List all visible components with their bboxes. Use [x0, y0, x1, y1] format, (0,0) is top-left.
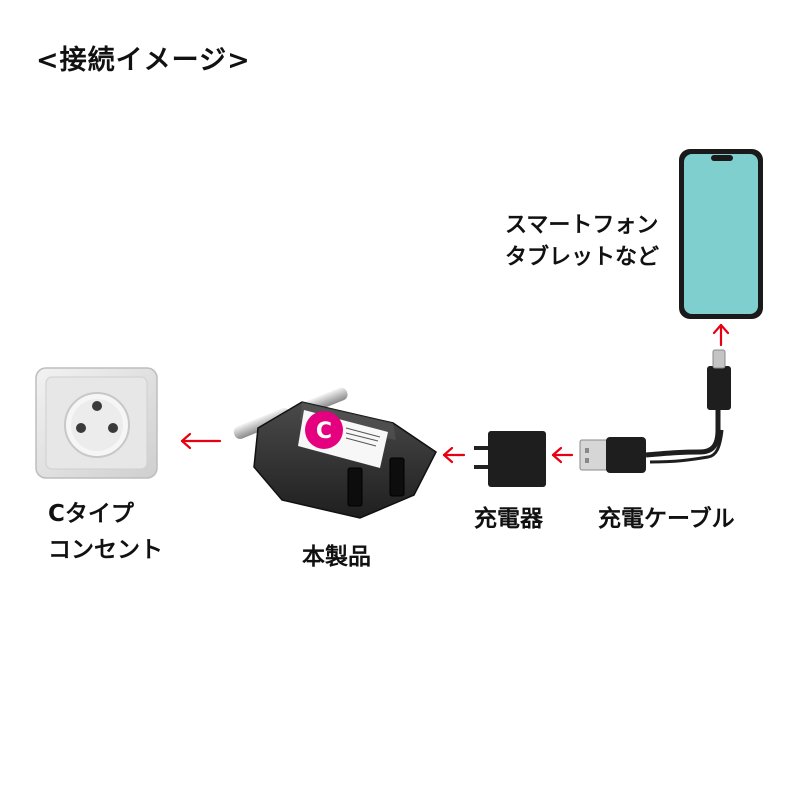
cable-label: 充電ケーブル	[598, 506, 735, 532]
badge-letter: C	[316, 419, 332, 444]
type-c-outlet-icon	[35, 367, 158, 479]
smartphone-icon	[679, 149, 763, 319]
conversion-plug-product: C	[233, 387, 437, 519]
c-type-badge	[305, 411, 343, 449]
charger-label: 充電器	[474, 506, 543, 532]
charge-cable-icon	[579, 349, 731, 473]
arrow-to-charger-icon	[551, 446, 574, 464]
outlet-label-line2: コンセント	[48, 537, 163, 563]
arrow-to-product-icon	[442, 446, 466, 464]
outlet-label: Cタイプ コンセント	[48, 496, 163, 568]
charger-icon	[474, 431, 546, 487]
smartphone-label-line1: スマートフォン	[505, 213, 659, 238]
smartphone-label-line2: タブレットなど	[505, 245, 660, 270]
smartphone-label: スマートフォン タブレットなど	[505, 210, 659, 274]
arrow-to-phone-icon	[712, 323, 730, 347]
arrow-to-outlet-icon	[180, 432, 222, 450]
diagram-title: <接続イメージ>	[36, 45, 251, 76]
flow-arrows	[180, 323, 730, 464]
product-label: 本製品	[302, 544, 371, 570]
outlet-label-line1: Cタイプ	[48, 501, 134, 527]
